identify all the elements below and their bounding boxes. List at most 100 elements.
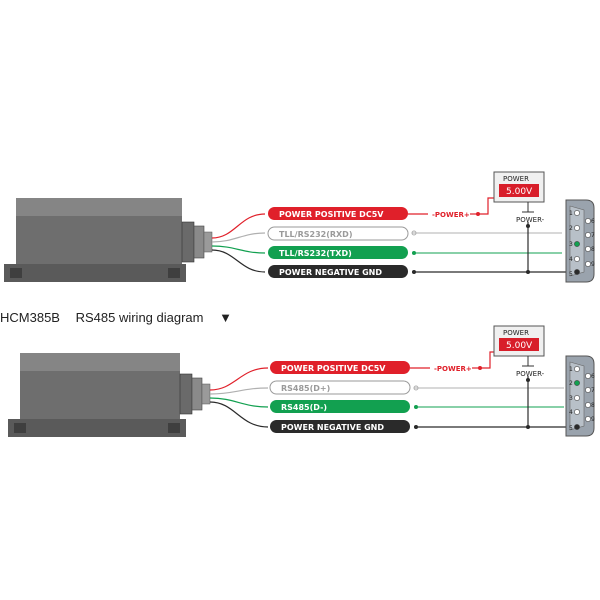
power-supply-title: POWER xyxy=(503,329,529,337)
power-positive-pill xyxy=(268,207,408,220)
db9-pin-label: 7 xyxy=(591,232,595,239)
rs485-heading: HCM385B RS485 wiring diagram ▼ xyxy=(0,310,244,330)
db9-pin xyxy=(574,366,580,372)
db9-pin xyxy=(574,225,580,231)
sensor-device xyxy=(8,353,211,437)
black-wire xyxy=(211,249,266,273)
wire3-pill xyxy=(268,246,408,259)
black-lead-end xyxy=(414,425,418,429)
device-top-face xyxy=(20,353,180,373)
black-wire xyxy=(209,401,269,428)
device-base xyxy=(8,419,186,437)
cable-boot xyxy=(203,231,213,253)
wire2-label: TLL/RS232(RXD) xyxy=(279,230,352,239)
power-positive-pill xyxy=(270,361,410,374)
power-plus-label: -POWER+ xyxy=(432,211,470,219)
db9-pin-label: 5 xyxy=(569,425,573,432)
power-plus-label: -POWER+ xyxy=(434,365,472,373)
diagram-ttl-rs232: POWER POSITIVE DC5V TLL/RS232(RXD) TLL/R… xyxy=(4,171,595,283)
down-arrow-icon: ▼ xyxy=(219,310,232,325)
db9-pin xyxy=(585,387,591,393)
db9-pin-label: 1 xyxy=(569,366,573,373)
cable-gland xyxy=(191,377,203,411)
db9-pin-label: 2 xyxy=(569,380,573,387)
device-body xyxy=(20,371,180,421)
green-wire xyxy=(211,245,266,254)
black-lead-end xyxy=(412,270,416,274)
red-wire xyxy=(209,367,269,391)
db9-pin-label: 8 xyxy=(591,402,595,409)
wire3-label: RS485(D-) xyxy=(281,403,327,412)
db9-pin xyxy=(574,210,580,216)
voltage-reading: 5.00V xyxy=(506,341,533,351)
ground-junction-top xyxy=(526,378,530,382)
ground-junction xyxy=(526,270,530,274)
db9-pin-label: 3 xyxy=(569,241,573,248)
voltage-display xyxy=(499,338,539,351)
power-negative-pill xyxy=(268,265,408,278)
wire3-label: TLL/RS232(TXD) xyxy=(279,249,352,258)
power-negative-pill xyxy=(270,420,410,433)
power-supply-title: POWER xyxy=(503,175,529,183)
model-name: HCM385B xyxy=(0,310,60,325)
wire2-pill xyxy=(267,226,409,241)
green-wire xyxy=(209,397,269,408)
green-lead-end xyxy=(412,251,416,255)
grey-lead-end xyxy=(413,385,419,391)
db9-pin xyxy=(585,246,591,252)
wire3-pill xyxy=(270,400,410,413)
voltage-display xyxy=(499,184,539,197)
voltage-reading: 5.00V xyxy=(506,187,533,197)
db9-pin-label: 9 xyxy=(591,416,595,423)
grey-lead-end xyxy=(411,230,417,236)
db9-pin xyxy=(585,218,591,224)
green-lead-end xyxy=(414,405,418,409)
db9-pin-label: 6 xyxy=(591,218,595,225)
db9-pin-label: 1 xyxy=(569,210,573,217)
wire2-pill xyxy=(269,380,411,395)
power-minus-label: POWER- xyxy=(516,370,545,378)
power-positive-label: POWER POSITIVE DC5V xyxy=(281,364,386,373)
db9-pin-label: 2 xyxy=(569,225,573,232)
db9-pin-label: 4 xyxy=(569,409,573,416)
db9-pin-label: 3 xyxy=(569,395,573,402)
ground-junction-top xyxy=(526,224,530,228)
cable-gland-nut xyxy=(179,373,193,415)
db9-pin xyxy=(574,256,580,262)
diagram-rs485: POWER POSITIVE DC5V RS485(D+) RS485(D-) … xyxy=(8,325,595,437)
power-negative-label: POWER NEGATIVE GND xyxy=(281,423,384,432)
db9-pin-label: 8 xyxy=(591,246,595,253)
db9-pin-label: 4 xyxy=(569,256,573,263)
power-minus-label: POWER- xyxy=(516,216,545,224)
device-base xyxy=(4,264,186,282)
db9-pin xyxy=(574,241,580,247)
device-body xyxy=(16,216,182,266)
db9-pin xyxy=(585,261,591,267)
db9-pin xyxy=(574,269,580,275)
cable-gland-nut xyxy=(181,221,195,263)
db9-pin xyxy=(574,424,580,430)
cable-boot xyxy=(201,383,211,405)
device-top-face xyxy=(16,198,182,218)
db9-pin xyxy=(574,409,580,415)
db9-pin xyxy=(585,373,591,379)
db9-pin xyxy=(585,416,591,422)
db9-connector: 1 2 3 4 5 6 7 8 9 xyxy=(565,355,595,437)
cable-gland xyxy=(193,225,205,259)
red-supply-lead xyxy=(478,197,496,215)
power-positive-label: POWER POSITIVE DC5V xyxy=(279,210,384,219)
device-base-slot-left xyxy=(14,423,26,433)
diagram-title: RS485 wiring diagram xyxy=(75,310,204,325)
grey-wire xyxy=(209,387,269,395)
db9-pin-label: 7 xyxy=(591,387,595,394)
db9-pin xyxy=(585,402,591,408)
grey-wire xyxy=(211,232,266,243)
red-wire xyxy=(211,213,266,239)
sensor-device xyxy=(4,198,213,282)
red-supply-lead xyxy=(480,351,496,369)
device-base-slot-right xyxy=(168,268,180,278)
db9-pin-label: 5 xyxy=(569,271,573,278)
wire2-label: RS485(D+) xyxy=(281,384,330,393)
power-negative-label: POWER NEGATIVE GND xyxy=(279,268,382,277)
